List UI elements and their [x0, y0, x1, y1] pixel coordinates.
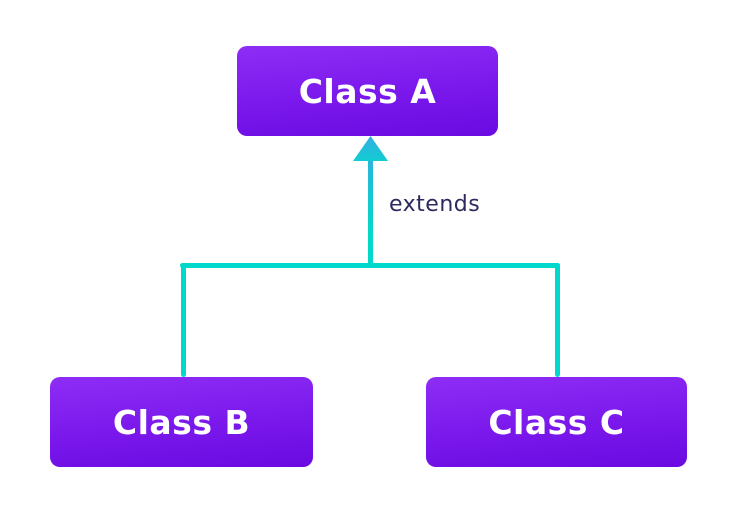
node-class-b: Class B	[50, 377, 313, 467]
connector-class-c-line	[555, 263, 560, 377]
edge-label-extends: extends	[389, 192, 481, 217]
connector-arrow-shaft	[368, 158, 373, 268]
node-class-c-label: Class C	[488, 402, 625, 442]
node-class-c: Class C	[426, 377, 687, 467]
arrow-up-icon	[353, 136, 388, 161]
node-class-a-label: Class A	[298, 71, 437, 111]
node-class-a: Class A	[237, 46, 498, 136]
node-class-b-label: Class B	[112, 402, 251, 442]
connector-class-b-line	[181, 263, 186, 377]
